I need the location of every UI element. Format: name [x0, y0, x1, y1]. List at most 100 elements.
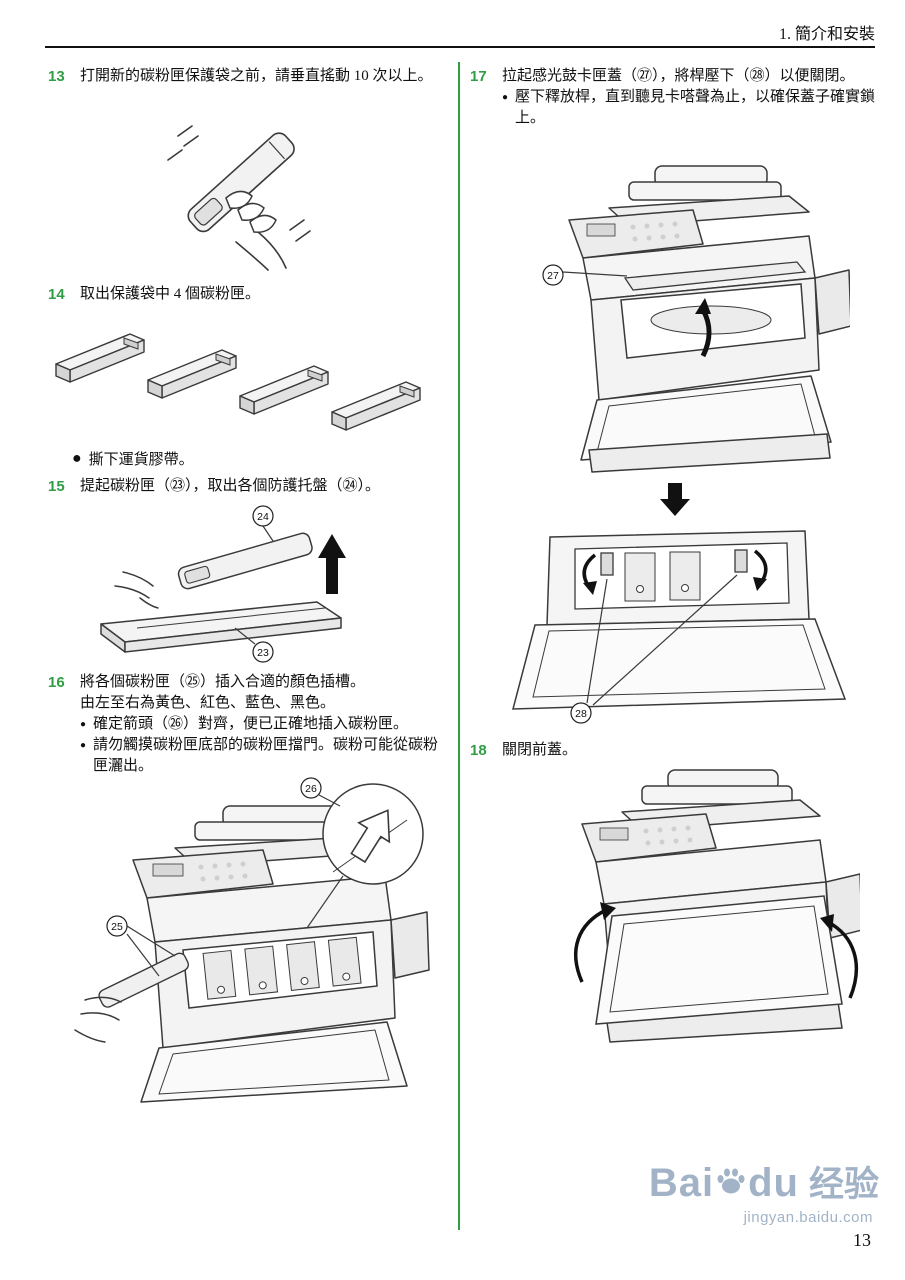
figure-shake-cartridge [140, 100, 340, 272]
bullet-icon: ● [502, 92, 509, 103]
close-cover-illustration [573, 769, 860, 1043]
step-14-number: 14 [48, 286, 65, 303]
baidu-logo-cn: 经验 [808, 1165, 879, 1204]
control-panel [152, 861, 248, 882]
open-front-cover [512, 618, 847, 710]
step-13-text: 打開新的碳粉匣保護袋之前，請垂直搖動 10 次以上。 [80, 68, 433, 84]
step-18: 18 關閉前蓋。 [470, 740, 870, 761]
hands [114, 571, 159, 609]
callout-25: 25 [106, 915, 128, 937]
closing-front-cover [595, 895, 843, 1025]
step-13-number: 13 [48, 68, 65, 85]
tray-lift-illustration: 24 23 [100, 505, 346, 663]
step-18-text: 關閉前蓋。 [502, 742, 578, 758]
hand [225, 190, 277, 233]
step-16: 16 將各個碳粉匣（㉕）插入合適的顏色插槽。 由左至右為黃色、紅色、藍色、黑色。… [48, 672, 452, 777]
inserting-cartridge [98, 952, 190, 1008]
align-arrow-icon [350, 809, 391, 864]
figure-lift-drum-cover: 27 [505, 160, 850, 475]
lift-drum-cover-illustration: 27 [542, 165, 850, 473]
watermark-url: jingyan.baidu.com [743, 1209, 873, 1226]
baidu-logo: Bai du 经验 [649, 1156, 879, 1207]
bullet-icon: ● [80, 719, 87, 730]
baidu-logo-text-right: du [748, 1161, 799, 1205]
control-panel [599, 825, 693, 846]
figure-tray-lift: 24 23 [85, 502, 355, 672]
step-15: 15 提起碳粉匣（㉓），取出各個防護托盤（㉔）。 [48, 476, 450, 497]
step-14-bullet: ● 撕下運貨膠帶。 [72, 450, 442, 471]
column-divider [458, 62, 460, 1230]
four-cartridges-illustration [55, 333, 421, 431]
shake-motion-lines [167, 125, 311, 271]
protective-tray [100, 601, 342, 653]
step-17-bullet: ● 壓下釋放桿，直到聽見卡嗒聲為止，以確保蓋子確實鎖上。 [502, 87, 878, 129]
toner-slots [202, 936, 362, 1000]
hands [74, 996, 122, 1043]
step-18-number: 18 [470, 742, 487, 759]
callout-26: 26 [300, 777, 322, 799]
step-16-number: 16 [48, 674, 65, 691]
svg-text:24: 24 [257, 511, 269, 523]
svg-text:27: 27 [547, 270, 559, 282]
cartridge-4 [331, 381, 421, 431]
step-16-text-2: 由左至右為黃色、紅色、藍色、黑色。 [80, 695, 336, 711]
cover-inner-line [609, 905, 829, 1013]
sequence-down-arrow [658, 483, 692, 517]
svg-text:28: 28 [575, 708, 587, 720]
page-title: 1. 簡介和安裝 [778, 26, 875, 43]
svg-text:25: 25 [111, 921, 123, 933]
baidu-paw-icon [717, 1168, 745, 1193]
drum-cartridge-cover [623, 261, 807, 291]
insert-cartridge-illustration: 26 25 [74, 777, 430, 1103]
figure-four-cartridges [48, 314, 443, 446]
step-16-bullet-1-text: 確定箭頭（㉖）對齊，便已正確地插入碳粉匣。 [93, 716, 409, 732]
callout-27: 27 [542, 264, 564, 286]
header-rule [45, 46, 875, 48]
step-15-text: 提起碳粉匣（㉓），取出各個防護托盤（㉔）。 [80, 478, 381, 494]
step-16-bullet-2-text: 請勿觸摸碳粉匣底部的碳粉匣擋門。碳粉可能從碳粉匣灑出。 [93, 737, 439, 774]
step-14: 14 取出保護袋中 4 個碳粉匣。 [48, 284, 448, 305]
cartridge-2 [147, 349, 237, 399]
step-14-text: 取出保護袋中 4 個碳粉匣。 [80, 286, 261, 302]
cartridge-3 [239, 365, 329, 415]
press-levers-illustration: 28 [512, 530, 847, 724]
figure-press-levers: 28 [505, 523, 850, 728]
figure-insert-cartridge-printer: 26 25 [55, 776, 440, 1108]
step-17-text: 拉起感光鼓卡匣蓋（㉗），將桿壓下（㉘）以便關閉。 [502, 68, 855, 84]
callout-23: 23 [252, 641, 274, 663]
step-16-bullet-1: ● 確定箭頭（㉖）對齊，便已正確地插入碳粉匣。 [80, 714, 452, 735]
left-press-arrow-icon [582, 553, 597, 595]
lift-arrow-icon [695, 298, 712, 358]
shake-cartridge-illustration [167, 125, 311, 271]
cover-inner-line [532, 624, 826, 698]
step-17: 17 拉起感光鼓卡匣蓋（㉗），將桿壓下（㉘）以便關閉。 ● 壓下釋放桿，直到聽見… [470, 66, 878, 129]
step-14-bullet-text: 撕下運貨膠帶。 [88, 452, 194, 468]
figure-close-front-cover [520, 766, 860, 1058]
step-15-number: 15 [48, 478, 65, 495]
step-13: 13 打開新的碳粉匣保護袋之前，請垂直搖動 10 次以上。 [48, 66, 448, 87]
left-close-arrow-icon [573, 902, 616, 983]
control-panel [586, 221, 680, 242]
bullet-icon: ● [72, 450, 82, 467]
toner-cartridge [177, 532, 313, 590]
down-arrow-icon [660, 483, 690, 516]
callout-24: 24 [252, 505, 274, 527]
right-press-arrow-icon [753, 549, 768, 591]
callout-28: 28 [570, 702, 592, 724]
right-close-arrow-icon [820, 914, 859, 999]
step-16-text: 將各個碳粉匣（㉕）插入合適的顏色插槽。 [80, 674, 366, 690]
step-17-number: 17 [470, 68, 487, 85]
svg-text:26: 26 [305, 783, 317, 795]
right-release-lever [734, 549, 748, 573]
up-arrow-icon [318, 534, 346, 594]
baidu-logo-text-left: Bai [648, 1161, 715, 1205]
bullet-icon: ● [80, 740, 87, 751]
cartridge-1 [55, 333, 145, 383]
left-release-lever [600, 552, 614, 576]
toner-slots [624, 551, 701, 602]
page-number: 13 [853, 1230, 871, 1250]
step-16-bullet-2: ● 請勿觸摸碳粉匣底部的碳粉匣擋門。碳粉可能從碳粉匣灑出。 [80, 735, 452, 777]
svg-text:23: 23 [257, 647, 269, 659]
toner-cartridge [187, 132, 295, 233]
